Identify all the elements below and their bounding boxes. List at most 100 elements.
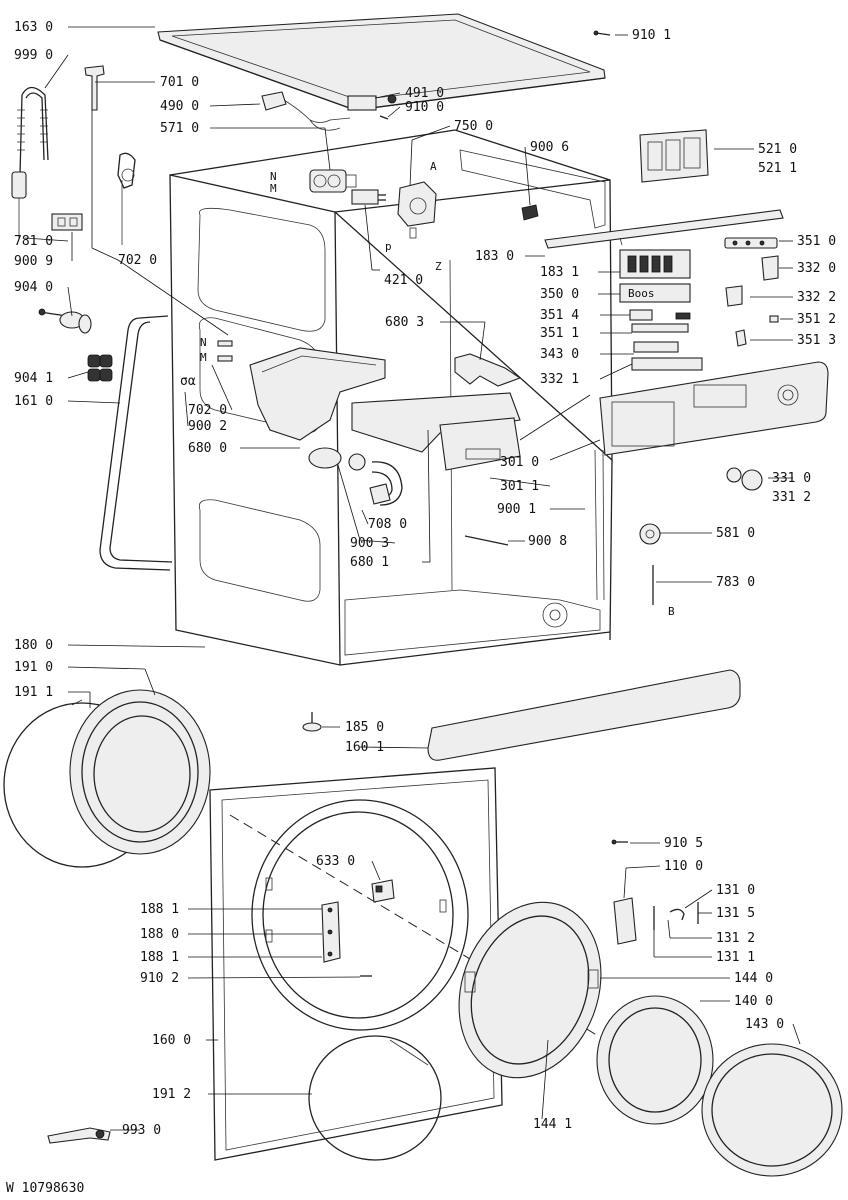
screw-parts (360, 30, 628, 977)
callout-702-0-top: 702 0 (118, 253, 157, 268)
callout-633-0: 633 0 (316, 854, 355, 869)
callout-900-9: 900 9 (14, 254, 53, 269)
callout-191-1: 191 1 (14, 685, 53, 700)
callout-702-0-mid: 702 0 (188, 403, 227, 418)
callout-910-1: 910 1 (632, 28, 671, 43)
callout-781-0: 781 0 (14, 234, 53, 249)
callout-332-1: 332 1 (540, 372, 579, 387)
hose-clip-part (51, 213, 83, 231)
callout-163-0: 163 0 (14, 20, 53, 35)
marker-a: A (430, 160, 437, 173)
callout-680-3: 680 3 (385, 315, 424, 330)
door-lock-part (371, 879, 395, 903)
callout-750-0: 750 0 (454, 119, 493, 134)
callout-900-2: 900 2 (188, 419, 227, 434)
door-hinge-part (321, 901, 341, 963)
callout-144-0: 144 0 (734, 971, 773, 986)
callout-680-0: 680 0 (188, 441, 227, 456)
callout-332-0: 332 0 (797, 261, 836, 276)
callout-680-1: 680 1 (350, 555, 389, 570)
callout-904-0: 904 0 (14, 280, 53, 295)
sigma-symbol: σα (180, 374, 196, 389)
drawing-code: W 10798630 (6, 1181, 84, 1196)
key-strip-part (724, 237, 778, 249)
plinth-part (427, 669, 741, 761)
suppressor-part (351, 189, 386, 205)
callout-331-0: 331 0 (772, 471, 811, 486)
callout-188-0: 188 0 (140, 927, 179, 942)
detergent-dispenser-part (249, 347, 386, 469)
mains-cable-part (261, 91, 397, 131)
callout-999-0: 999 0 (14, 48, 53, 63)
callout-351-2: 351 2 (797, 312, 836, 327)
top-lid-part (157, 13, 606, 111)
callout-904-1: 904 1 (14, 371, 53, 386)
callout-581-0: 581 0 (716, 526, 755, 541)
callout-900-1: 900 1 (497, 502, 536, 517)
drain-pipe-part (84, 65, 136, 245)
callout-161-0: 161 0 (14, 394, 53, 409)
callout-332-2: 332 2 (797, 290, 836, 305)
drain-filter-part (38, 308, 92, 334)
valve-marker-n: N (270, 170, 277, 183)
callout-351-3: 351 3 (797, 333, 836, 348)
hose-bracket-part (454, 353, 522, 387)
callout-910-2: 910 2 (140, 971, 179, 986)
callout-351-4: 351 4 (540, 308, 579, 323)
marker-p-small: p (385, 240, 392, 253)
leader-lines (24, 26, 801, 1131)
marker-b: B (668, 605, 675, 618)
callout-900-8: 900 8 (528, 534, 567, 549)
door-glass-part (701, 1043, 843, 1177)
callout-571-0: 571 0 (160, 121, 199, 136)
callout-783-0: 783 0 (716, 575, 755, 590)
callout-521-0: 521 0 (758, 142, 797, 157)
detergent-drawer-part (351, 392, 521, 471)
pressure-switch-part (397, 181, 437, 239)
callout-144-1: 144 1 (533, 1117, 572, 1132)
callout-343-0: 343 0 (540, 347, 579, 362)
callout-191-0: 191 0 (14, 660, 53, 675)
callout-350-0: 350 0 (540, 287, 579, 302)
wire-marker-n: N (200, 336, 207, 349)
cable-tie-part (521, 204, 539, 221)
callout-180-0: 180 0 (14, 638, 53, 653)
callout-183-0: 183 0 (475, 249, 514, 264)
rear-gasket-part (99, 315, 173, 571)
filter-cap-part (87, 354, 113, 382)
callout-490-0: 490 0 (160, 99, 199, 114)
callout-708-0: 708 0 (368, 517, 407, 532)
door-frame-part (458, 901, 602, 1079)
callout-131-1: 131 1 (716, 950, 755, 965)
callout-160-1: 160 1 (345, 740, 384, 755)
program-knob-part (726, 467, 763, 491)
callout-183-1: 183 1 (540, 265, 579, 280)
water-valve-part (309, 169, 357, 193)
small-button-parts (735, 315, 779, 347)
callout-521-1: 521 1 (758, 161, 797, 176)
panel-mini-text: Boos (628, 287, 655, 300)
callout-910-5: 910 5 (664, 836, 703, 851)
callout-351-1: 351 1 (540, 326, 579, 341)
callout-993-0: 993 0 (122, 1123, 161, 1138)
button-parts (629, 309, 703, 371)
display-board-part: Boos (619, 283, 691, 303)
control-panel-frame-part (544, 209, 784, 249)
level-sensor-part (639, 523, 661, 545)
callout-301-0: 301 0 (500, 455, 539, 470)
callout-900-3: 900 3 (350, 536, 389, 551)
inlet-hose-part (11, 86, 49, 238)
callout-143-0: 143 0 (745, 1017, 784, 1032)
dispenser-hose-part (348, 453, 403, 506)
callout-160-0: 160 0 (152, 1033, 191, 1048)
callout-131-2: 131 2 (716, 931, 755, 946)
callout-900-6: 900 6 (530, 140, 569, 155)
valve-marker-m: M (270, 182, 277, 195)
rear-window-part (308, 1035, 442, 1161)
callout-491-0: 491 0 (405, 86, 444, 101)
cabinet-body-part (169, 129, 613, 666)
callout-185-0: 185 0 (345, 720, 384, 735)
callout-331-2: 331 2 (772, 490, 811, 505)
adjustable-foot-part (302, 712, 322, 732)
door-handle-part (613, 897, 699, 945)
